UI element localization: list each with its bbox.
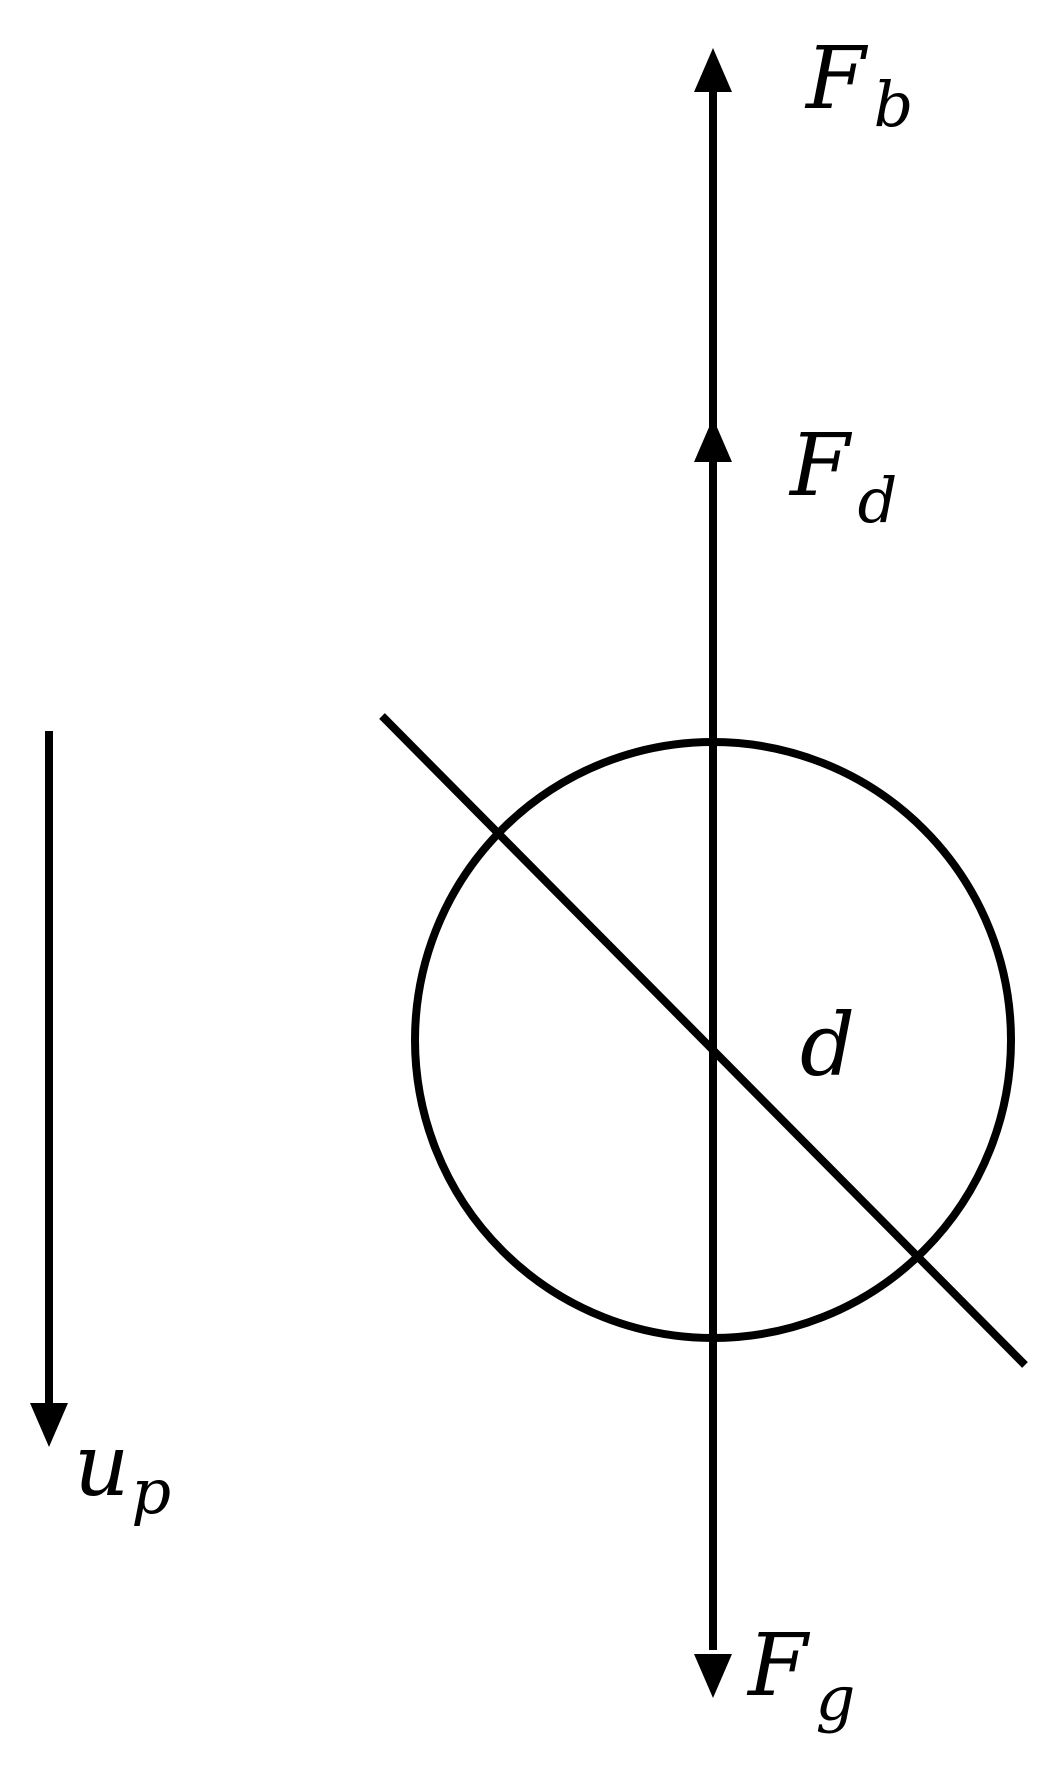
diameter-label: d	[800, 996, 855, 1096]
particle-velocity-subscript: p	[131, 1455, 171, 1528]
drag-force-symbol: F	[788, 416, 853, 516]
particle-velocity-label: up	[74, 1416, 171, 1528]
particle-velocity-symbol: u	[74, 1416, 129, 1516]
gravity-force-arrow	[694, 1654, 732, 1698]
buoyancy-force-subscript: b	[874, 68, 914, 141]
drag-force-subscript: d	[858, 464, 898, 537]
drag-force-arrow	[694, 418, 732, 462]
diameter-line	[379, 713, 1028, 1368]
particle-velocity-arrow	[30, 1403, 68, 1447]
gravity-force-symbol: F	[746, 1616, 811, 1716]
buoyancy-force-arrow	[694, 48, 732, 92]
buoyancy-force-symbol: F	[804, 29, 869, 129]
gravity-force-subscript: g	[816, 1662, 856, 1735]
